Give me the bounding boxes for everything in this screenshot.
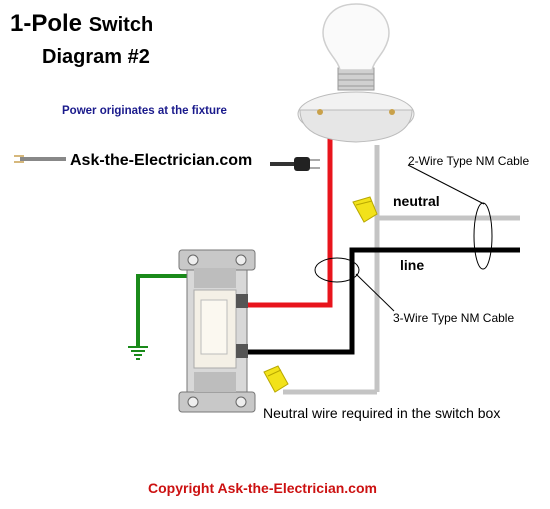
ground-symbol-icon: [128, 346, 148, 360]
wires: [136, 130, 520, 395]
power-cord-icon: [14, 155, 320, 171]
light-bulb-fixture-icon: [297, 3, 415, 143]
title-line1: 1-Pole Switch: [10, 10, 153, 38]
power-note: Power originates at the fixture: [62, 105, 227, 117]
cable-2wire-label: 2-Wire Type NM Cable: [408, 154, 530, 168]
title-sub: Switch: [88, 14, 154, 36]
toggle-switch-icon: [178, 249, 256, 413]
red-switched-hot-wire: [248, 130, 333, 308]
copyright: Copyright Ask-the-Electrician.com: [148, 480, 377, 496]
brand-label: Ask-the-Electrician.com: [70, 152, 253, 169]
cable-3wire-ellipse: [314, 257, 360, 283]
green-ground-wire: [136, 274, 195, 346]
wire-nut-icon: [263, 365, 289, 393]
neutral-required-note: Neutral wire required in the switch box: [263, 405, 501, 421]
title-main: 1-Pole: [10, 10, 83, 37]
neutral-label: neutral: [393, 193, 440, 209]
cable-3wire-label: 3-Wire Type NM Cable: [393, 311, 515, 325]
wire-nut-icon: [352, 196, 378, 223]
line-label: line: [400, 257, 425, 273]
cable-2wire-ellipse: [473, 202, 493, 270]
title-line2: Diagram #2: [42, 46, 150, 68]
black-line-wire: [248, 247, 520, 355]
callout-2wire: [407, 164, 485, 205]
callout-3wire: [355, 273, 395, 312]
